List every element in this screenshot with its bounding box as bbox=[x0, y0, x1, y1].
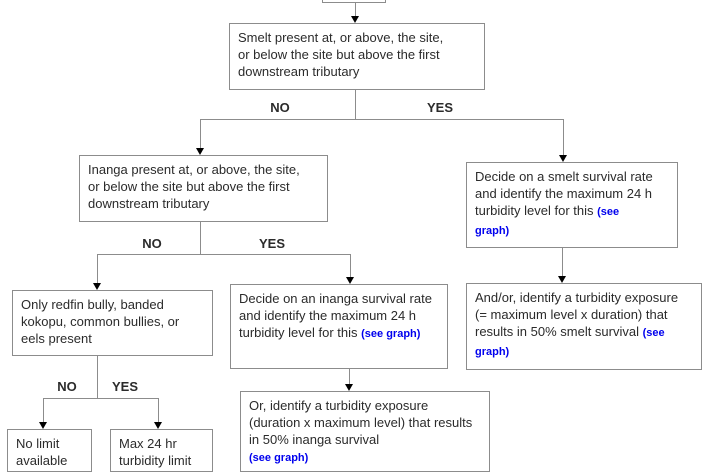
only-redfin-text: Only redfin bully, banded kokopu, common… bbox=[21, 297, 180, 346]
arrowhead-to-inanga bbox=[196, 148, 204, 155]
connector-redfin-yes-drop bbox=[158, 398, 159, 422]
connector-smelt-stem bbox=[355, 90, 356, 119]
connector-inanga-stem bbox=[200, 222, 201, 254]
connector-inanga-no-drop bbox=[97, 254, 98, 283]
or-inanga-text: Or, identify a turbidity exposure (durat… bbox=[249, 398, 473, 447]
arrowhead-to-max24 bbox=[154, 422, 162, 429]
branch-label-smelt-no: NO bbox=[270, 100, 290, 115]
connector-smelt-branch bbox=[200, 119, 564, 120]
arrowhead-to-decide-smelt bbox=[559, 155, 567, 162]
see-graph-link-andor-smelt[interactable]: (see graph) bbox=[475, 327, 665, 358]
node-only-redfin: Only redfin bully, banded kokopu, common… bbox=[12, 290, 213, 356]
see-graph-link-decide-inanga[interactable]: (see graph) bbox=[361, 328, 421, 340]
connector-smelt-no-drop bbox=[200, 119, 201, 148]
arrowhead-to-or-inanga bbox=[345, 384, 353, 391]
branch-label-smelt-yes: YES bbox=[426, 100, 453, 115]
inanga-question-text: Inanga present at, or above, the site, o… bbox=[88, 162, 300, 211]
connector-decide-smelt-down bbox=[562, 248, 563, 276]
connector-redfin-no-drop bbox=[43, 398, 44, 422]
decide-inanga-text: Decide on an inanga survival rate and id… bbox=[239, 291, 432, 340]
node-or-inanga: Or, identify a turbidity exposure (durat… bbox=[240, 391, 490, 472]
arrowhead-to-no-limit bbox=[39, 422, 47, 429]
see-graph-link-or-inanga[interactable]: (see graph) bbox=[249, 452, 309, 464]
max-24hr-text: Max 24 hr turbidity limit bbox=[119, 436, 192, 468]
connector-inanga-yes-drop bbox=[350, 254, 351, 277]
branch-label-redfin-yes: YES bbox=[111, 379, 138, 394]
connector-inanga-branch bbox=[97, 254, 351, 255]
branch-label-redfin-no: NO bbox=[57, 379, 77, 394]
arrowhead-to-smelt bbox=[351, 16, 359, 23]
node-max-24hr: Max 24 hr turbidity limit bbox=[110, 429, 213, 472]
node-no-limit: No limit available bbox=[7, 429, 92, 472]
arrowhead-to-andor bbox=[558, 276, 566, 283]
branch-label-inanga-yes: YES bbox=[258, 236, 285, 251]
node-andor-smelt: And/or, identify a turbidity exposure (=… bbox=[466, 283, 702, 370]
connector-redfin-branch bbox=[43, 398, 159, 399]
connector-smelt-yes-drop bbox=[563, 119, 564, 155]
andor-smelt-text: And/or, identify a turbidity exposure (=… bbox=[475, 290, 679, 339]
node-top-stub bbox=[322, 0, 386, 3]
see-graph-link-decide-smelt[interactable]: (see graph) bbox=[475, 206, 620, 237]
arrowhead-to-decide-inanga bbox=[346, 277, 354, 284]
no-limit-text: No limit available bbox=[16, 436, 68, 468]
arrowhead-to-only-redfin bbox=[93, 283, 101, 290]
node-inanga-question: Inanga present at, or above, the site, o… bbox=[79, 155, 328, 222]
smelt-question-text: Smelt present at, or above, the site, or… bbox=[238, 30, 444, 79]
node-decide-smelt: Decide on a smelt survival rate and iden… bbox=[466, 162, 678, 248]
branch-label-inanga-no: NO bbox=[142, 236, 162, 251]
connector-decide-inanga-down bbox=[349, 369, 350, 384]
node-smelt-question: Smelt present at, or above, the site, or… bbox=[229, 23, 485, 90]
node-decide-inanga: Decide on an inanga survival rate and id… bbox=[230, 284, 448, 369]
decide-smelt-text: Decide on a smelt survival rate and iden… bbox=[475, 169, 653, 218]
connector-redfin-stem bbox=[97, 356, 98, 398]
connector-stub-to-smelt bbox=[355, 3, 356, 16]
